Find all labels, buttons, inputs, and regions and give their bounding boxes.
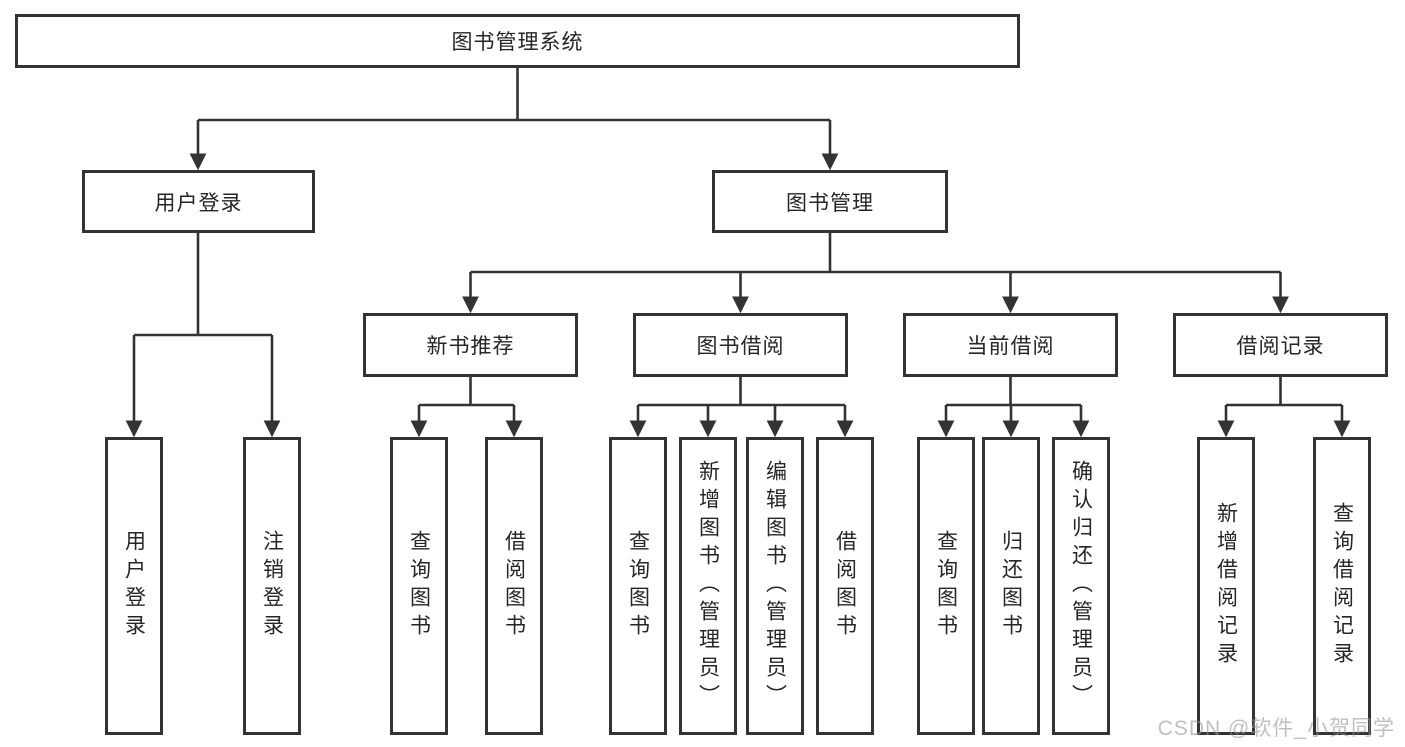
node-user-login: 用户登录 bbox=[82, 170, 315, 233]
csdn-watermark: CSDN @软件_小贺同学 bbox=[1157, 717, 1395, 740]
leaf-confirm-return-admin-label: 确认归还（管理员） bbox=[1069, 460, 1093, 712]
leaf-edit-book-admin-label: 编辑图书（管理员） bbox=[763, 460, 787, 712]
node-borrowing-records-label: 借阅记录 bbox=[1236, 335, 1325, 358]
leaf-borrow-books-recommend-label: 借阅图书 bbox=[502, 530, 526, 642]
node-book-borrowing: 图书借阅 bbox=[633, 313, 848, 377]
node-book-management-label: 图书管理 bbox=[786, 191, 874, 215]
node-book-management: 图书管理 bbox=[712, 170, 948, 233]
leaf-user-login: 用户登录 bbox=[105, 437, 163, 735]
node-new-book-recommendation: 新书推荐 bbox=[363, 313, 578, 377]
node-user-login-label: 用户登录 bbox=[154, 191, 243, 215]
leaf-borrow-books-recommend: 借阅图书 bbox=[485, 437, 543, 735]
node-book-borrowing-label: 图书借阅 bbox=[696, 335, 785, 358]
leaf-query-books-borrow: 查询图书 bbox=[609, 437, 667, 735]
leaf-add-book-admin: 新增图书（管理员） bbox=[679, 437, 737, 735]
leaf-query-books-current-label: 查询图书 bbox=[934, 530, 958, 642]
leaf-query-borrow-record: 查询借阅记录 bbox=[1313, 437, 1371, 735]
leaf-add-borrow-record: 新增借阅记录 bbox=[1197, 437, 1255, 735]
leaf-query-books-borrow-label: 查询图书 bbox=[626, 530, 650, 642]
leaf-logout-label: 注销登录 bbox=[260, 530, 284, 642]
leaf-query-books-current: 查询图书 bbox=[917, 437, 975, 735]
node-borrowing-records: 借阅记录 bbox=[1173, 313, 1388, 377]
leaf-query-books-recommend: 查询图书 bbox=[390, 437, 448, 735]
leaf-borrow-books-label: 借阅图书 bbox=[833, 530, 857, 642]
node-new-book-recommendation-label: 新书推荐 bbox=[426, 335, 515, 358]
node-current-borrowing-label: 当前借阅 bbox=[966, 335, 1055, 358]
leaf-edit-book-admin: 编辑图书（管理员） bbox=[746, 437, 804, 735]
leaf-confirm-return-admin: 确认归还（管理员） bbox=[1052, 437, 1110, 735]
leaf-return-books-label: 归还图书 bbox=[999, 530, 1023, 642]
node-current-borrowing: 当前借阅 bbox=[903, 313, 1118, 377]
leaf-borrow-books: 借阅图书 bbox=[816, 437, 874, 735]
leaf-return-books: 归还图书 bbox=[982, 437, 1040, 735]
leaf-user-login-label: 用户登录 bbox=[122, 530, 146, 642]
leaf-query-borrow-record-label: 查询借阅记录 bbox=[1330, 502, 1354, 670]
leaf-query-books-recommend-label: 查询图书 bbox=[407, 530, 431, 642]
leaf-add-book-admin-label: 新增图书（管理员） bbox=[696, 460, 720, 712]
node-root: 图书管理系统 bbox=[15, 14, 1020, 68]
node-root-label: 图书管理系统 bbox=[451, 31, 584, 54]
leaf-add-borrow-record-label: 新增借阅记录 bbox=[1214, 502, 1238, 670]
leaf-logout: 注销登录 bbox=[243, 437, 301, 735]
